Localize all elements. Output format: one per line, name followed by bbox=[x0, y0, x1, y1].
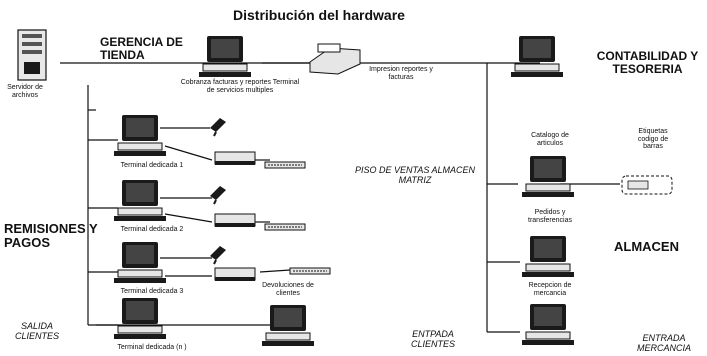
barcode-scanner-icon-2 bbox=[209, 185, 227, 205]
label-terminal-n: Terminal dedicada (n ) bbox=[117, 344, 187, 351]
section-gerencia: GERENCIA DE TIENDA bbox=[100, 35, 183, 63]
section-entrada-mercancia: ENTRADA MERCANCIA bbox=[636, 333, 691, 353]
workstation-icon-terminal-3 bbox=[113, 241, 167, 284]
label-terminal-3: Terminal dedicada 3 bbox=[120, 288, 184, 295]
section-piso-ventas: PISO DE VENTAS ALMACEN MATRIZ bbox=[354, 165, 476, 185]
section-contabilidad: CONTABILIDAD Y TESORERIA bbox=[596, 49, 699, 77]
keyboard-icon-1 bbox=[264, 161, 306, 169]
label-servidor: Servidor de archivos bbox=[7, 84, 43, 99]
keyboard-icon-2 bbox=[264, 223, 306, 231]
label-terminal-1: Terminal dedicada 1 bbox=[120, 162, 184, 169]
section-remisiones: REMISIONES Y PAGOS bbox=[4, 221, 98, 251]
printer-icon-impresion bbox=[309, 43, 361, 75]
label-cobranza: Cobranza facturas y reportes Terminal de… bbox=[180, 79, 300, 94]
workstation-icon-terminal-1 bbox=[113, 114, 167, 157]
label-catalogo: Catalogo de articulos bbox=[531, 132, 569, 147]
cash-drawer-icon-2 bbox=[214, 213, 256, 228]
link-drawer-1 bbox=[164, 145, 213, 161]
barcode-scanner-icon-1 bbox=[209, 117, 227, 137]
link-drawer-2 bbox=[164, 213, 213, 223]
keyboard-icon-3 bbox=[289, 267, 331, 275]
workstation-icon-recepcion bbox=[521, 303, 575, 346]
server-tower-icon bbox=[17, 29, 47, 81]
workstation-icon-terminal-n bbox=[113, 297, 167, 340]
workstation-icon-pedidos bbox=[521, 235, 575, 278]
section-almacen: ALMACEN bbox=[614, 239, 679, 254]
diagram-title: Distribución del hardware bbox=[233, 7, 405, 23]
label-etiquetas: Etiquetas codigo de barras bbox=[637, 128, 669, 151]
label-impresion: Impresion reportes y facturas bbox=[369, 66, 433, 81]
cash-drawer-icon-1 bbox=[214, 151, 256, 166]
label-pedidos: Pedidos y transferencias bbox=[528, 209, 572, 224]
workstation-icon-contabilidad bbox=[510, 35, 564, 78]
barcode-scanner-icon-3 bbox=[209, 245, 227, 265]
section-salida-clientes: SALIDA CLIENTES bbox=[14, 321, 59, 341]
label-terminal-2: Terminal dedicada 2 bbox=[120, 226, 184, 233]
printer-icon-etiquetas bbox=[621, 175, 673, 195]
label-devoluciones: Devoluciones de clientes bbox=[262, 282, 314, 297]
section-entrada-clientes: ENTPADA CLIENTES bbox=[410, 329, 455, 349]
cash-drawer-icon-3 bbox=[214, 267, 256, 282]
workstation-icon-catalogo bbox=[521, 155, 575, 198]
label-recepcion: Recepcion de mercancia bbox=[528, 282, 572, 297]
workstation-icon-terminal-2 bbox=[113, 179, 167, 222]
